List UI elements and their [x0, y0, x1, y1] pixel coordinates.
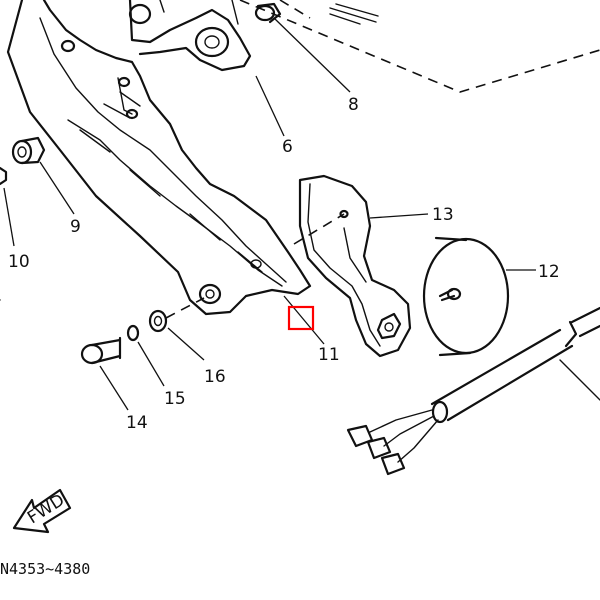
main-bracket [0, 0, 312, 316]
part-9-bushing [11, 136, 46, 165]
callout-10: 10 [8, 252, 30, 272]
part-10-edge [0, 166, 8, 186]
highlight-box[interactable] [287, 305, 315, 331]
callout-12: 12 [538, 262, 560, 282]
callout-6: 6 [282, 137, 293, 157]
cable-assembly [346, 306, 600, 476]
callout-11: 11 [318, 345, 340, 365]
callout-16: 16 [204, 367, 226, 387]
callout-9: 9 [70, 217, 81, 237]
leader-lines [3, 17, 536, 411]
callout-8: 8 [348, 95, 359, 115]
fwd-arrow: FWD [12, 488, 72, 534]
serial-range-caption: N4353~4380 [0, 560, 90, 578]
callout-13: 13 [432, 205, 454, 225]
part-8-bolt [254, 2, 379, 25]
housing-outline [239, 0, 600, 93]
part-12-disk [422, 236, 510, 357]
callout-15: 15 [164, 389, 186, 409]
part-16-washer [148, 297, 205, 333]
callout-14: 14 [126, 413, 148, 433]
part-15-washer [126, 324, 140, 342]
part-13-plate [293, 174, 412, 358]
part-6-casting [128, 0, 252, 72]
part-14-bolt [80, 336, 122, 365]
callout-labels: 8 6 9 10 13 12 11 16 15 14 [8, 95, 560, 433]
